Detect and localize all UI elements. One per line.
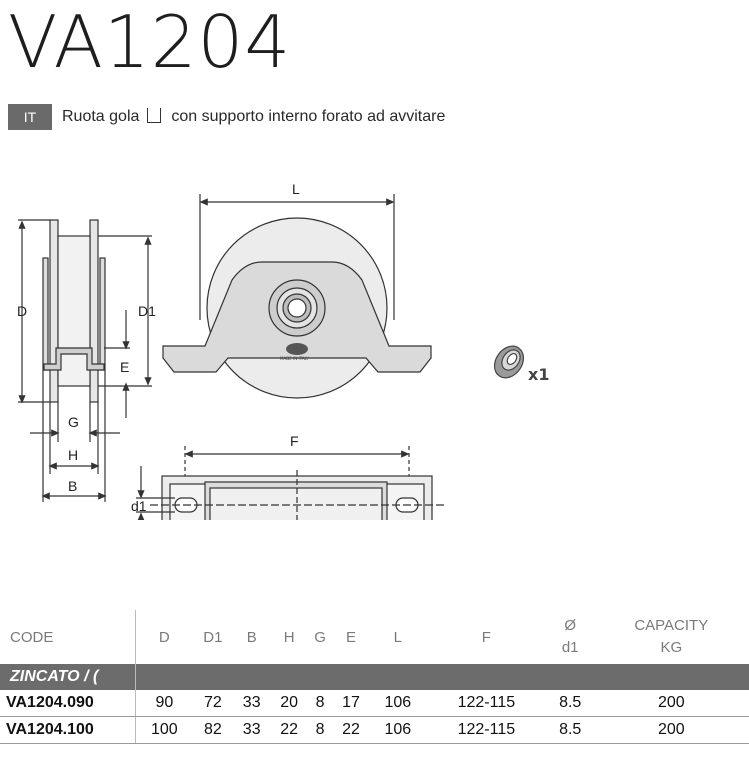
- cell: 200: [593, 716, 749, 744]
- header-l: L: [393, 628, 402, 646]
- cell: 22: [270, 716, 308, 744]
- header-e: E: [346, 628, 357, 646]
- cell: 33: [233, 690, 271, 717]
- product-title: VA1204: [8, 0, 292, 84]
- label-g: G: [68, 414, 79, 430]
- label-l: L: [292, 181, 300, 197]
- table-row: VA1204.090 90 72 33 20 8 17 106 122-115 …: [0, 690, 749, 717]
- cell: 90: [135, 690, 193, 717]
- bearing-icon: [493, 345, 525, 379]
- cell: 8.5: [546, 690, 594, 717]
- spec-table: CODE D D1 B H G E L F Ø d1 CAPACITY KG Z…: [0, 610, 749, 744]
- cell: 33: [233, 716, 271, 744]
- technical-drawing: D D1 E G H B MADE IN ITALY L x1: [17, 181, 549, 520]
- front-view: [162, 194, 432, 399]
- header-capacity: CAPACITY KG: [634, 617, 709, 656]
- header-f: F: [481, 628, 491, 646]
- table-header-row: CODE D D1 B H G E L F Ø d1 CAPACITY KG: [0, 610, 749, 664]
- label-b: B: [68, 478, 77, 494]
- header-d1: D1: [203, 628, 223, 646]
- cell: 122-115: [425, 716, 547, 744]
- description-row: IT Ruota gola con supporto interno forat…: [8, 103, 445, 131]
- table-row: VA1204.100 100 82 33 22 8 22 106 122-115…: [0, 716, 749, 744]
- group-row: ZINCATO / (: [0, 664, 749, 690]
- label-d1: D1: [138, 303, 156, 319]
- cell: 200: [593, 690, 749, 717]
- header-g: G: [314, 628, 326, 646]
- wheel-marking: MADE IN ITALY: [280, 356, 309, 361]
- product-description: Ruota gola con supporto interno forato a…: [62, 107, 446, 126]
- label-f: F: [290, 433, 299, 449]
- cell: 17: [332, 690, 370, 717]
- cell: 8.5: [546, 716, 594, 744]
- header-diameter-d1: Ø d1: [561, 617, 579, 656]
- cell: 20: [270, 690, 308, 717]
- cell: 8: [307, 716, 333, 744]
- cell: 100: [135, 716, 193, 744]
- cell: 72: [192, 690, 233, 717]
- bearing-quantity: x1: [528, 365, 549, 384]
- side-view: [18, 219, 152, 502]
- language-tag: IT: [8, 104, 52, 130]
- label-h: H: [68, 447, 78, 463]
- label-d1-slot: d1: [131, 498, 147, 514]
- header-h: H: [283, 628, 295, 646]
- description-text-2: con supporto interno forato ad avvitare: [171, 108, 446, 125]
- cell: 106: [369, 690, 426, 717]
- header-d: D: [158, 628, 170, 646]
- cell: 22: [332, 716, 370, 744]
- label-e: E: [120, 359, 129, 375]
- label-d: D: [17, 303, 27, 319]
- cell-code: VA1204.100: [0, 716, 136, 744]
- top-view: [136, 446, 444, 520]
- group-label: ZINCATO / (: [0, 664, 136, 690]
- cell: 122-115: [425, 690, 547, 717]
- header-b: B: [246, 628, 257, 646]
- cell: 8: [307, 690, 333, 717]
- description-text-1: Ruota gola: [62, 108, 140, 125]
- cell: 106: [369, 716, 426, 744]
- u-groove-icon: [147, 107, 162, 123]
- cell: 82: [192, 716, 233, 744]
- header-code: CODE: [0, 610, 136, 664]
- cell-code: VA1204.090: [0, 690, 136, 717]
